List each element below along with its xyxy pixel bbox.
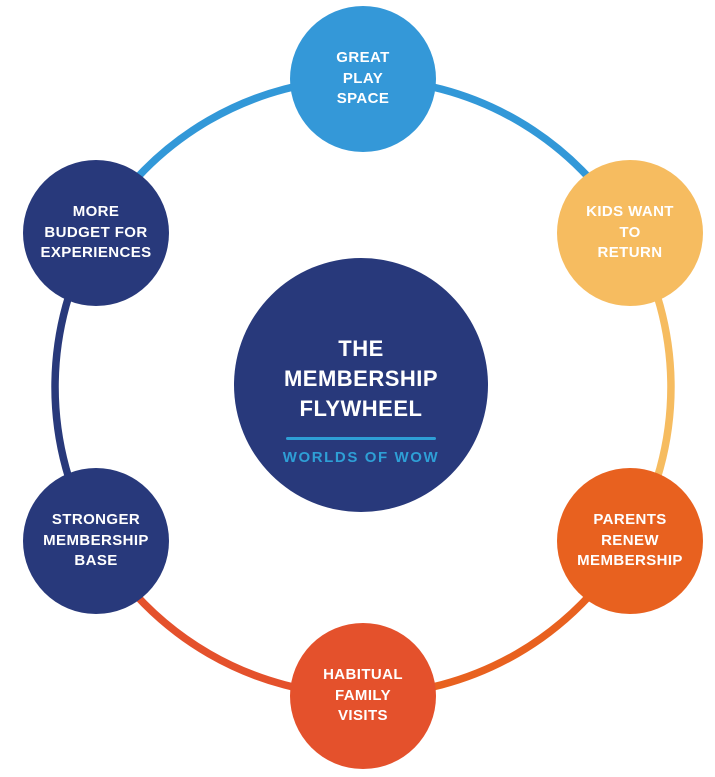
node-kids-want-to-return-label: KIDS WANT TO RETURN (586, 202, 674, 262)
node-stronger-membership-base-label: STRONGER MEMBERSHIP BASE (43, 510, 149, 570)
node-parents-renew-membership: PARENTS RENEW MEMBERSHIP (557, 468, 703, 614)
node-parents-renew-membership-label: PARENTS RENEW MEMBERSHIP (577, 510, 683, 570)
node-habitual-family-visits-label: HABITUAL FAMILY VISITS (323, 665, 403, 725)
node-stronger-membership-base: STRONGER MEMBERSHIP BASE (23, 468, 169, 614)
center-title: THE MEMBERSHIP FLYWHEEL (283, 336, 439, 421)
center-divider (286, 436, 436, 440)
center-circle: THE MEMBERSHIP FLYWHEEL WORLDS OF WOW (234, 258, 488, 512)
node-great-play-space: GREAT PLAY SPACE (290, 6, 436, 152)
node-kids-want-to-return: KIDS WANT TO RETURN (557, 160, 703, 306)
node-habitual-family-visits: HABITUAL FAMILY VISITS (290, 623, 436, 769)
center-subtitle: WORLDS OF WOW (282, 448, 440, 466)
node-more-budget-for-experiences: MORE BUDGET FOR EXPERIENCES (23, 160, 169, 306)
node-more-budget-for-experiences-label: MORE BUDGET FOR EXPERIENCES (40, 202, 152, 262)
node-great-play-space-label: GREAT PLAY SPACE (336, 48, 390, 108)
